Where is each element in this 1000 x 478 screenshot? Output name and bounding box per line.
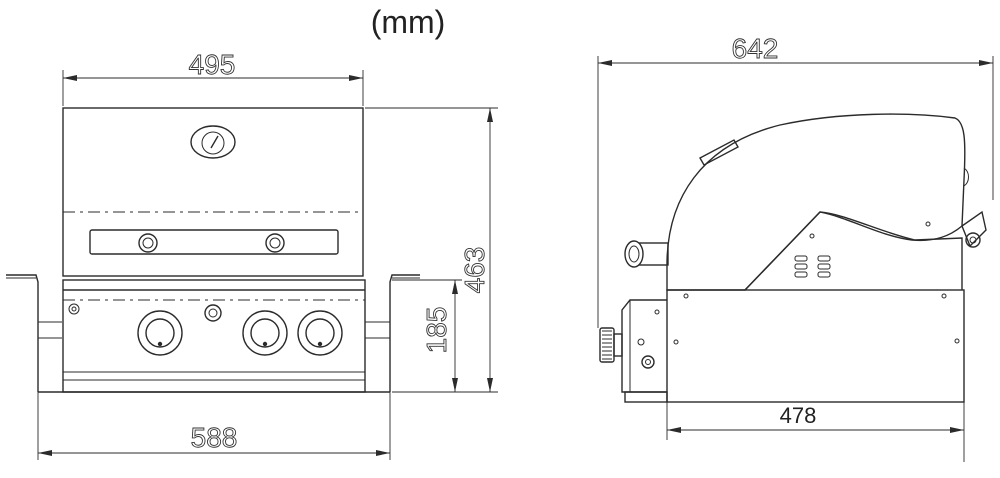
front-hood <box>62 107 364 277</box>
igniter-button <box>204 304 222 322</box>
dim-label-588: 588 <box>191 422 238 453</box>
side-view: 642 478 <box>597 33 994 462</box>
lid-handle <box>89 229 339 255</box>
panel-screw <box>68 303 80 315</box>
control-box-side <box>621 299 668 403</box>
knob-side-icon <box>599 327 623 363</box>
side-vents <box>794 221 931 278</box>
front-view: 495 463 185 588 <box>6 49 498 460</box>
dim-label-185: 185 <box>421 307 452 354</box>
dim-side-bottom-depth <box>666 402 965 462</box>
lid-handle-side <box>699 139 739 166</box>
handle-end-cylinder <box>624 240 669 268</box>
side-hood <box>666 113 966 291</box>
dim-front-top-width <box>62 70 364 106</box>
side-body <box>666 289 965 403</box>
side-brackets <box>6 274 420 392</box>
dim-label-642: 642 <box>732 33 779 64</box>
front-body <box>62 279 366 393</box>
burner-knob <box>297 310 343 356</box>
dim-front-height-total <box>365 107 498 393</box>
burner-knob <box>137 310 183 356</box>
rear-hinge <box>961 167 987 248</box>
dim-label-478: 478 <box>780 403 817 428</box>
dim-side-top-depth <box>597 56 994 328</box>
dim-label-463: 463 <box>459 247 490 294</box>
burner-knob <box>242 310 288 356</box>
dim-front-height-lower <box>392 279 462 392</box>
thermometer-icon <box>190 125 236 159</box>
units-label: (mm) <box>371 4 446 40</box>
dim-front-bottom-width <box>37 392 391 460</box>
dim-label-495: 495 <box>189 49 236 80</box>
